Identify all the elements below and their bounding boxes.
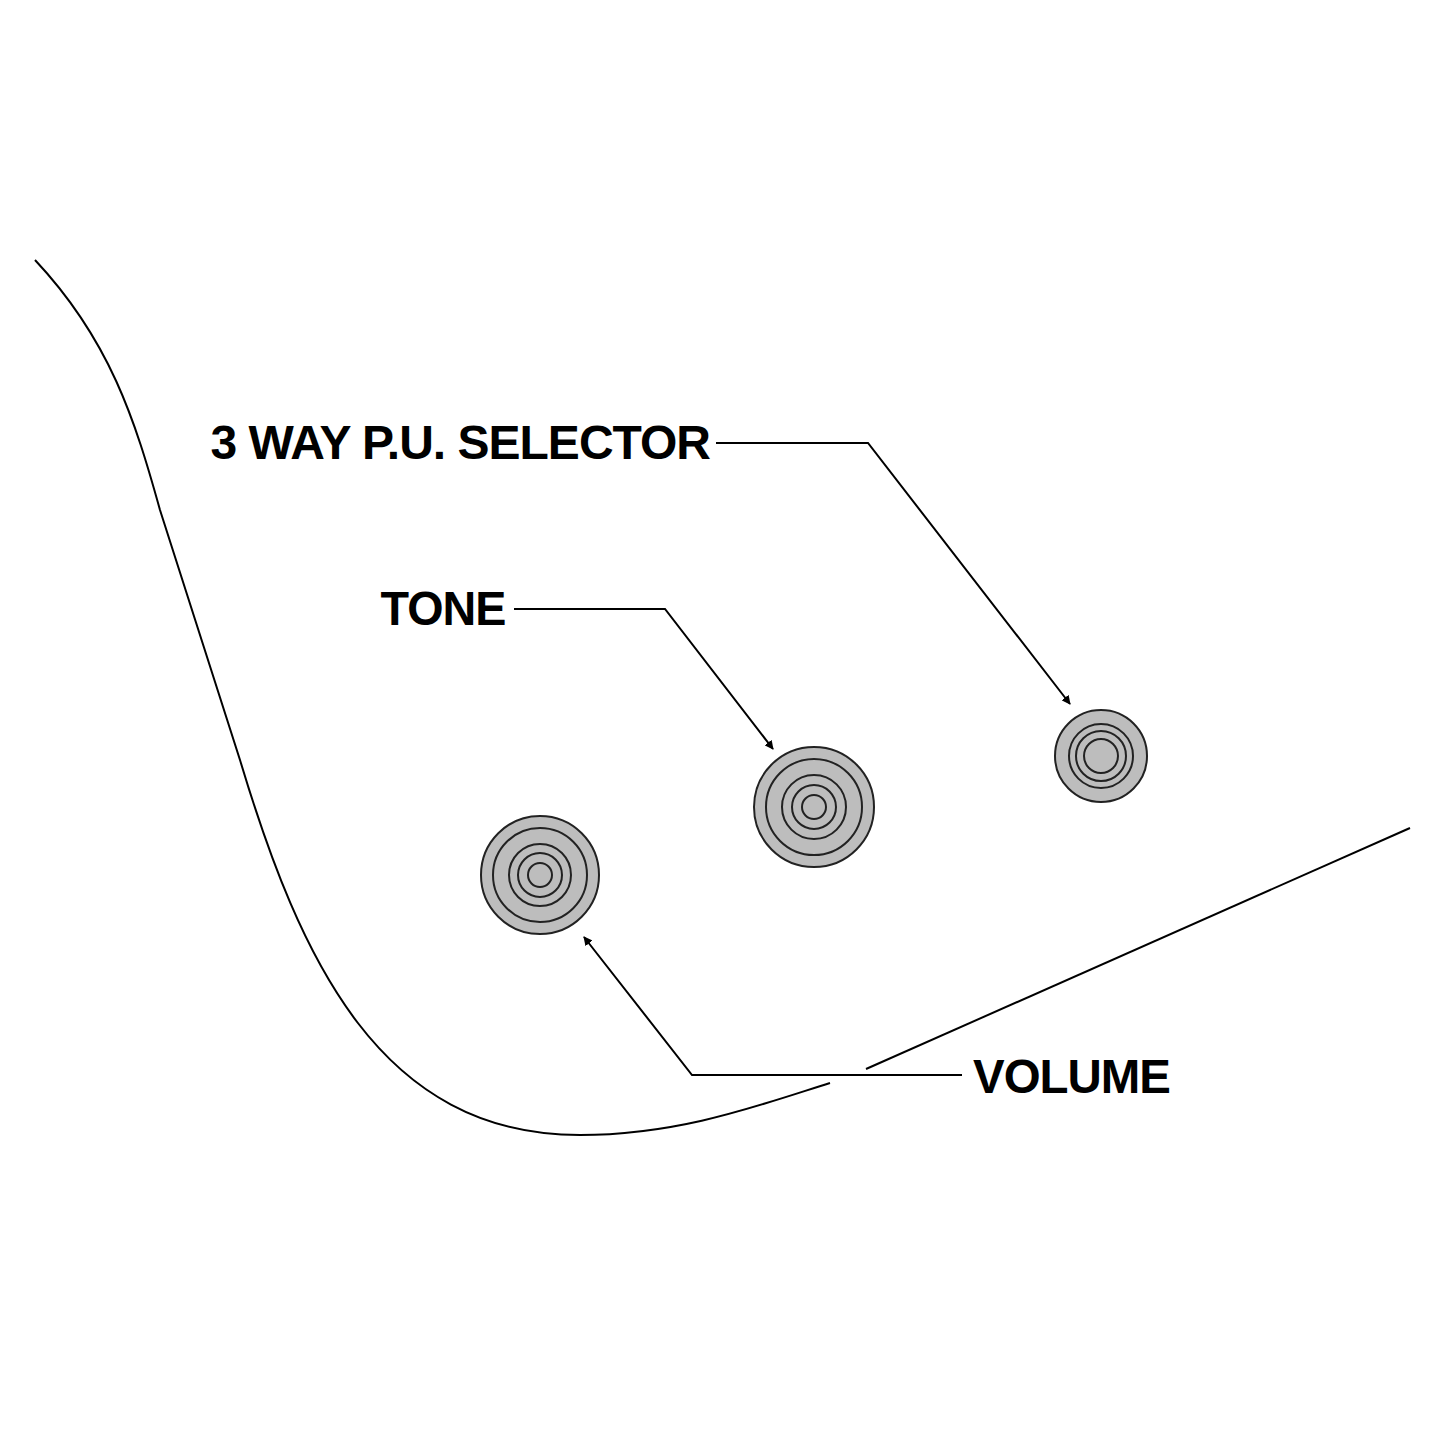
part-label: TONE <box>380 585 505 633</box>
leader-line <box>716 443 1070 704</box>
tone-knob <box>754 747 874 867</box>
volume-knob <box>481 816 599 934</box>
body-outline <box>866 828 1410 1069</box>
selector-knob <box>1055 710 1147 802</box>
part-label: VOLUME <box>973 1053 1170 1101</box>
part-label: 3 WAY P.U. SELECTOR <box>211 419 710 467</box>
body-outline <box>35 260 830 1135</box>
leader-line <box>514 609 773 749</box>
leader-line <box>584 937 962 1075</box>
